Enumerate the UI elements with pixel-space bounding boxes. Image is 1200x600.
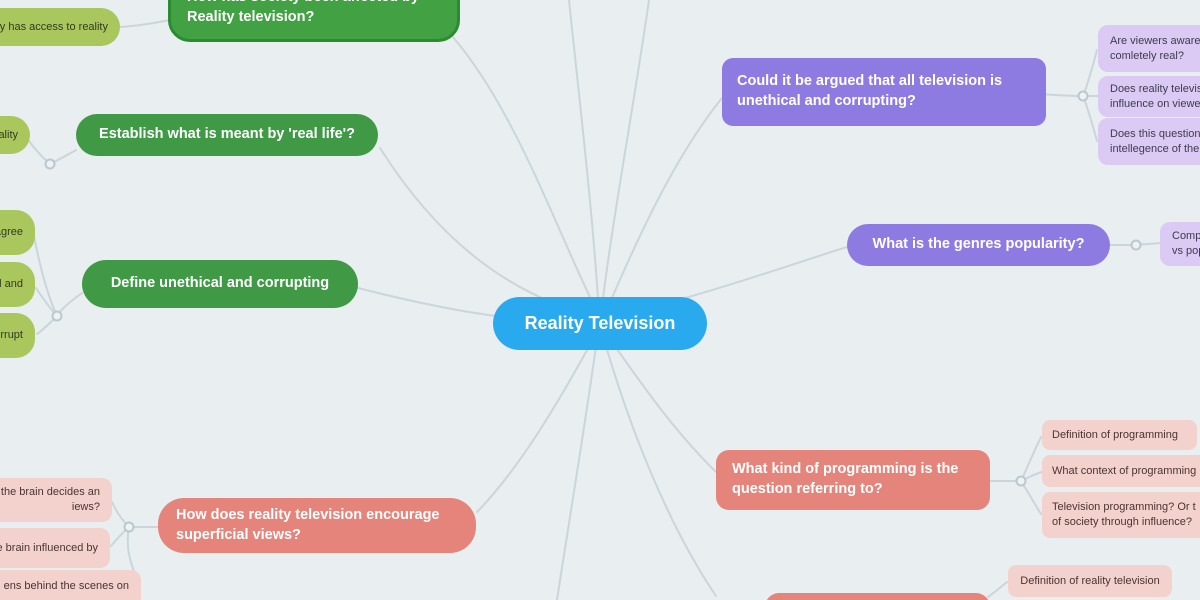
subtopic-question-intelligence[interactable]: Does this question intellegence of the [1098,118,1200,165]
topic-bottom-clipped[interactable] [765,593,990,600]
branch-junction-dot [1077,90,1089,102]
subtopic-agree[interactable]: agree [0,210,35,255]
subtopic-al-and[interactable]: al and [0,262,35,307]
subtopic-definition-reality-tv[interactable]: Definition of reality television [1008,565,1172,597]
subtopic-brain-decides-views[interactable]: the brain decides an iews? [0,478,112,522]
topic-superficial-views[interactable]: How does reality television encourage su… [158,498,476,553]
subtopic-corrupt[interactable]: orrupt [0,313,35,358]
subtopic-definition-programming[interactable]: Definition of programming [1042,420,1197,450]
subtopic-tv-or-society-programming[interactable]: Television programming? Or t of society … [1042,492,1200,538]
subtopic-brain-influenced[interactable]: e brain influenced by [0,528,110,568]
subtopic-access-to-reality[interactable]: y has access to reality [0,8,120,46]
root-node-reality-television[interactable]: Reality Television [493,297,707,350]
subtopic-comp-vs-pop[interactable]: Comp vs pop [1160,222,1200,266]
topic-define-unethical[interactable]: Define unethical and corrupting [82,260,358,308]
branch-junction-dot [44,158,56,170]
branch-junction-dot [1130,239,1142,251]
topic-society-affected[interactable]: How has society been affected by Reality… [168,0,460,42]
subtopic-reality[interactable]: ality [0,116,30,154]
subtopic-viewers-aware[interactable]: Are viewers aware comletely real? [1098,25,1200,72]
subtopic-context-programming[interactable]: What context of programming [1042,455,1200,487]
branch-junction-dot [123,521,135,533]
topic-genre-popularity[interactable]: What is the genres popularity? [847,224,1110,266]
branch-junction-dot [51,310,63,322]
subtopic-reality-tv-influence[interactable]: Does reality televis influence on viewe [1098,76,1200,117]
topic-all-tv-unethical[interactable]: Could it be argued that all television i… [722,58,1046,126]
topic-programming-question[interactable]: What kind of programming is the question… [716,450,990,510]
topic-establish-real-life[interactable]: Establish what is meant by 'real life'? [76,114,378,156]
branch-junction-dot [1015,475,1027,487]
subtopic-behind-the-scenes[interactable]: ens behind the scenes on [0,570,141,600]
